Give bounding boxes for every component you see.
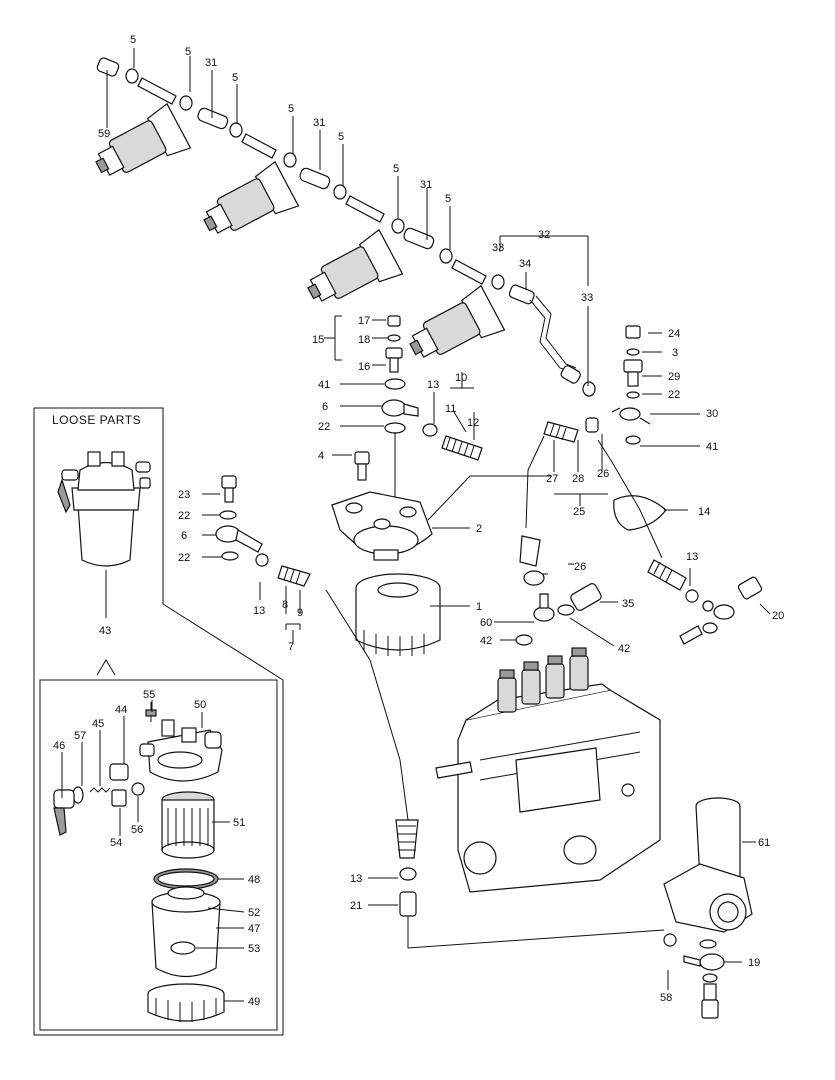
- loose-parts-title: LOOSE PARTS: [52, 413, 141, 427]
- leak-off-pipe-chain: [96, 57, 651, 445]
- injectors: [95, 102, 506, 358]
- callout-53: 53: [248, 943, 260, 955]
- injector-3: [307, 228, 404, 302]
- callout-3: 3: [672, 347, 678, 359]
- callout-17: 17: [358, 315, 370, 327]
- callout-26: 26: [574, 561, 586, 573]
- callout-35: 35: [622, 598, 634, 610]
- callout-48: 48: [248, 874, 260, 886]
- loose-parts-panel: [33, 407, 284, 1036]
- panel-exploded-parts: [53, 702, 225, 1022]
- callout-44: 44: [115, 704, 127, 716]
- callout-61: 61: [758, 837, 770, 849]
- callout-22: 22: [178, 552, 190, 564]
- callout-5: 5: [185, 46, 191, 58]
- callout-29: 29: [668, 371, 680, 383]
- callout-5: 5: [288, 103, 294, 115]
- callout-49: 49: [248, 996, 260, 1008]
- callout-32: 32: [538, 229, 550, 241]
- callout-4: 4: [318, 450, 324, 462]
- callout-22: 22: [178, 510, 190, 522]
- callout-31: 31: [313, 117, 325, 129]
- callout-50: 50: [194, 699, 206, 711]
- callout-25: 25: [573, 506, 585, 518]
- callout-58: 58: [660, 992, 672, 1004]
- callout-13: 13: [427, 379, 439, 391]
- callout-13: 13: [350, 873, 362, 885]
- filter-head-fittings: [215, 315, 483, 656]
- callout-54: 54: [110, 837, 122, 849]
- callout-26: 26: [597, 468, 609, 480]
- callout-30: 30: [706, 408, 718, 420]
- injection-pump: [325, 589, 753, 1019]
- callout-22: 22: [318, 421, 330, 433]
- callout-41: 41: [706, 441, 718, 453]
- callout-6: 6: [181, 530, 187, 542]
- callout-11: 11: [445, 403, 456, 415]
- callout-42: 42: [480, 635, 492, 647]
- callout-13: 13: [253, 605, 265, 617]
- return-fittings: [515, 417, 763, 646]
- labels: LOOSE PARTS 5 5 31 5 59 5 31 5 5 31 5 32…: [52, 34, 784, 1008]
- callout-57: 57: [74, 730, 86, 742]
- callout-31: 31: [205, 57, 217, 69]
- callout-23: 23: [178, 489, 190, 501]
- callout-47: 47: [248, 923, 260, 935]
- injector-4: [409, 284, 506, 358]
- callout-41: 22: [668, 389, 680, 401]
- callout-20: 20: [772, 610, 784, 622]
- callout-8: 8: [282, 599, 288, 611]
- callout-56: 56: [131, 824, 143, 836]
- callout-33: 33: [581, 292, 593, 304]
- fuel-filter-assembly-small: [57, 451, 151, 567]
- callout-27: 27: [546, 473, 558, 485]
- callout-52: 52: [248, 907, 260, 919]
- callout-43: 43: [99, 625, 111, 637]
- callout-45: 45: [92, 718, 104, 730]
- callout-60: 60: [480, 617, 492, 629]
- callout-15: 15: [312, 334, 324, 346]
- callout-42: 42: [618, 643, 630, 655]
- callout-59: 59: [98, 128, 110, 140]
- callout-14: 14: [698, 506, 710, 518]
- callout-28: 28: [572, 473, 584, 485]
- callout-2: 2: [476, 523, 482, 535]
- callout-5: 5: [338, 131, 344, 143]
- callout-46: 46: [53, 740, 65, 752]
- callout-13: 13: [686, 551, 698, 563]
- injector-2: [203, 160, 300, 234]
- callout-24: 24: [668, 328, 680, 340]
- callout-9: 9: [297, 607, 303, 619]
- callout-31: 31: [420, 179, 432, 191]
- callout-19: 19: [748, 957, 760, 969]
- callout-5: 5: [393, 163, 399, 175]
- callout-51: 51: [233, 817, 245, 829]
- callout-18: 18: [358, 334, 370, 346]
- callout-22: 41: [318, 379, 330, 391]
- callout-16: 16: [358, 361, 370, 373]
- callout-1: 1: [476, 601, 482, 613]
- callout-55: 55: [143, 689, 155, 701]
- callout-5: 5: [445, 193, 451, 205]
- callout-12: 12: [467, 417, 479, 429]
- callout-21: 21: [350, 900, 362, 912]
- callout-7: 7: [288, 641, 294, 653]
- callout-5: 5: [232, 72, 238, 84]
- callout-10: 10: [455, 372, 467, 384]
- injector-1: [95, 102, 192, 176]
- leader-lines: [61, 48, 771, 1002]
- callout-5: 5: [130, 34, 136, 46]
- callout-33: 33: [492, 242, 504, 254]
- callout-6: 6: [322, 401, 328, 413]
- callout-34: 34: [519, 258, 531, 270]
